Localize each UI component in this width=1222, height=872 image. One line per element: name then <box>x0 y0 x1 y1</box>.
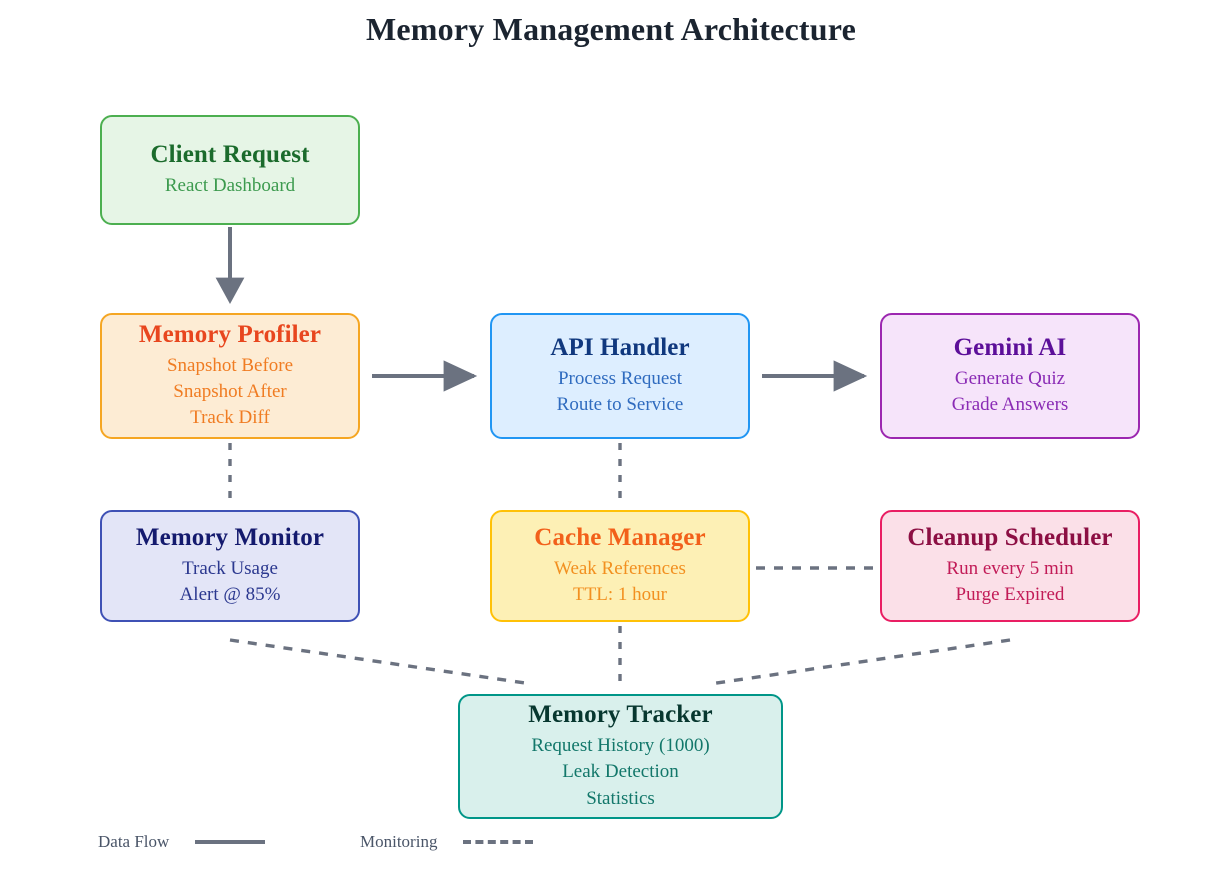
node-subtitle: Purge Expired <box>955 584 1065 605</box>
node-subtitle: Leak Detection <box>562 761 679 783</box>
node-title: Gemini AI <box>953 333 1067 361</box>
node-subtitle: Alert @ 85% <box>179 584 281 605</box>
node-title: Memory Tracker <box>528 701 713 729</box>
node-memory-monitor[interactable]: Memory Monitor Track Usage Alert @ 85% <box>100 510 360 622</box>
node-subtitle: React Dashboard <box>164 174 296 196</box>
node-subtitles: Track Usage Alert @ 85% <box>180 556 281 608</box>
node-title: Memory Profiler <box>138 320 322 348</box>
node-cleanup-scheduler[interactable]: Cleanup Scheduler Run every 5 min Purge … <box>880 510 1140 622</box>
node-subtitle: Process Request <box>557 367 682 389</box>
edge-monitor-to-tracker <box>229 638 533 686</box>
node-title: Cache Manager <box>534 523 706 551</box>
node-subtitle: Snapshot After <box>173 380 287 402</box>
dashed-line-icon <box>463 840 534 844</box>
edge-cleanup-to-tracker <box>709 638 1011 686</box>
node-subtitles: Request History (1000) Leak Detection St… <box>531 733 709 812</box>
node-subtitle: Track Diff <box>190 407 270 429</box>
legend-data-flow-label: Data Flow <box>98 832 170 851</box>
node-memory-tracker[interactable]: Memory Tracker Request History (1000) Le… <box>458 694 783 819</box>
node-subtitle: Track Usage <box>182 557 278 579</box>
node-title: API Handler <box>550 333 690 361</box>
node-subtitle: Run every 5 min <box>946 557 1074 579</box>
node-title: Cleanup Scheduler <box>907 523 1113 551</box>
node-cache-manager[interactable]: Cache Manager Weak References TTL: 1 hou… <box>490 510 750 622</box>
node-subtitle: Generate Quiz <box>954 367 1066 389</box>
node-subtitle: TTL: 1 hour <box>573 584 667 605</box>
node-gemini-ai[interactable]: Gemini AI Generate Quiz Grade Answers <box>880 313 1140 439</box>
node-subtitle: Request History (1000) <box>531 735 710 757</box>
page-title: Memory Management Architecture <box>366 11 856 47</box>
node-subtitle: Statistics <box>586 787 655 809</box>
node-subtitles: Run every 5 min Purge Expired <box>946 556 1073 608</box>
legend-monitoring-label: Monitoring <box>360 832 438 851</box>
node-title: Memory Monitor <box>135 523 325 551</box>
node-title: Client Request <box>150 140 310 168</box>
legend: Data Flow Monitoring <box>98 829 658 859</box>
node-subtitles: Generate Quiz Grade Answers <box>952 366 1069 418</box>
node-subtitles: Snapshot Before Snapshot After Track Dif… <box>167 353 293 432</box>
node-subtitles: Weak References TTL: 1 hour <box>554 556 686 608</box>
node-subtitle: Snapshot Before <box>166 354 294 376</box>
legend-monitoring: Monitoring <box>360 829 534 855</box>
node-subtitle: Weak References <box>554 557 686 579</box>
node-memory-profiler[interactable]: Memory Profiler Snapshot Before Snapshot… <box>100 313 360 439</box>
legend-data-flow: Data Flow <box>98 829 266 855</box>
node-subtitles: Process Request Route to Service <box>557 366 684 418</box>
solid-line-icon <box>195 840 266 844</box>
node-subtitles: React Dashboard <box>165 173 295 199</box>
node-api-handler[interactable]: API Handler Process Request Route to Ser… <box>490 313 750 439</box>
node-subtitle: Route to Service <box>556 394 684 415</box>
node-client-request[interactable]: Client Request React Dashboard <box>100 115 360 225</box>
node-subtitle: Grade Answers <box>951 394 1069 415</box>
